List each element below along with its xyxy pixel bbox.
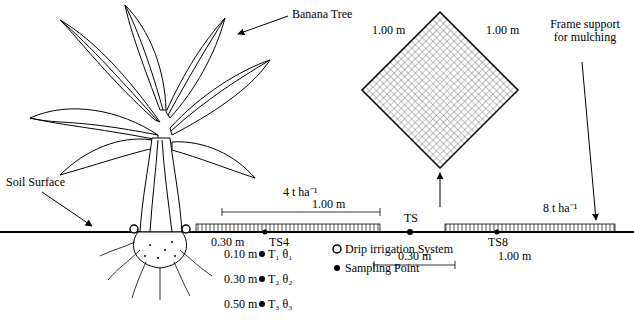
sampling-point [259,229,500,307]
tree-arrow [238,16,288,34]
dimension-label: TS [404,212,418,225]
mulch-frame [306,0,575,224]
callout-label: Soil Surface [6,176,65,189]
support-arrow [582,62,596,220]
mulch-right [445,224,615,232]
mulch-left [196,224,380,232]
dimension-label: 1.00 m [372,24,405,37]
frame-arrow [440,173,441,207]
legend-symbol [333,245,341,253]
callout-label: Frame support for mulching [542,18,628,44]
dimension-label: T₁ θ₁ [268,248,292,261]
dimension-label: 8 t ha⁻¹ [543,202,577,215]
dimension-label: TS8 [488,236,508,249]
soil-arrow [42,192,92,226]
dimension-label: T₂ θ₂ [268,273,292,286]
dimension-bar [222,208,455,269]
banana-tree [30,5,270,300]
dimension-label: 0.10 m [224,248,257,261]
dimension-label: 0.30 m [224,273,257,286]
drip-emitter [130,225,190,233]
dimension-label: 1.00 m [312,198,345,211]
legend-text: Sampling Point [345,262,419,275]
legend-text: Drip irrigation System [345,243,453,256]
callout-label: Banana Tree [292,8,352,21]
dimension-label: 0.50 m [224,298,257,311]
legend-symbol [334,265,340,271]
dimension-label: 1.00 m [486,24,519,37]
dimension-label: 1.00 m [498,250,531,263]
dimension-label: T₃ θ₃ [268,298,292,311]
